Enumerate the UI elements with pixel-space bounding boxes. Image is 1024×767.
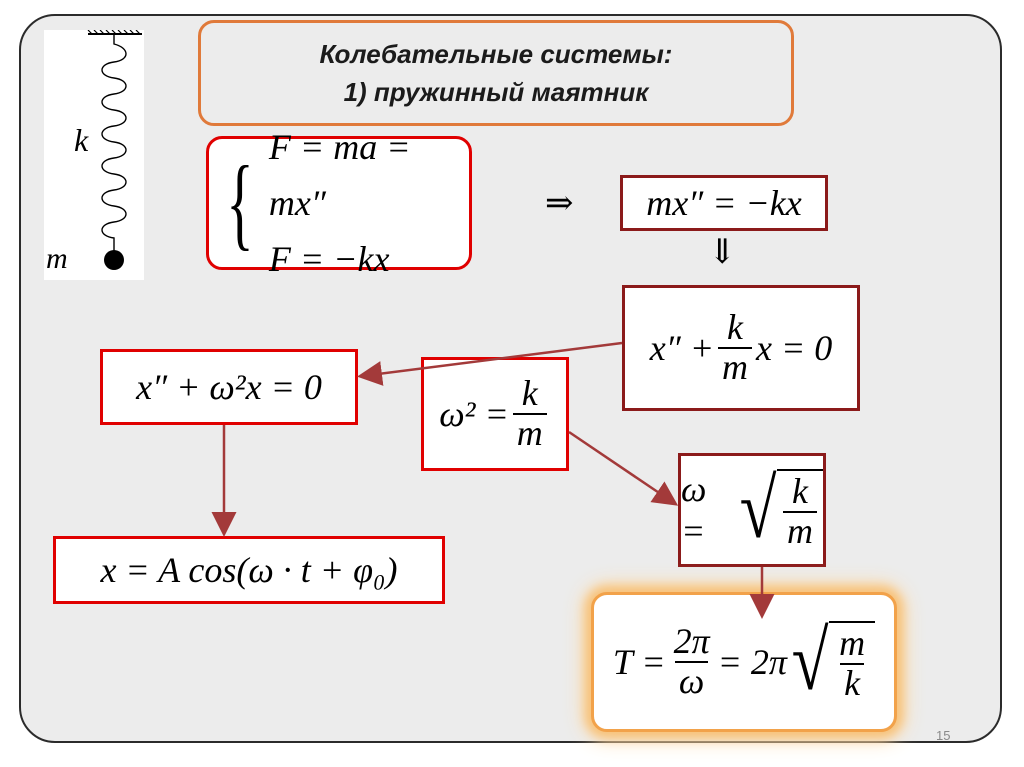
arrow-to-diff-omega (362, 343, 622, 376)
arrow-to-omega (569, 432, 674, 503)
page-number: 15 (936, 728, 950, 743)
